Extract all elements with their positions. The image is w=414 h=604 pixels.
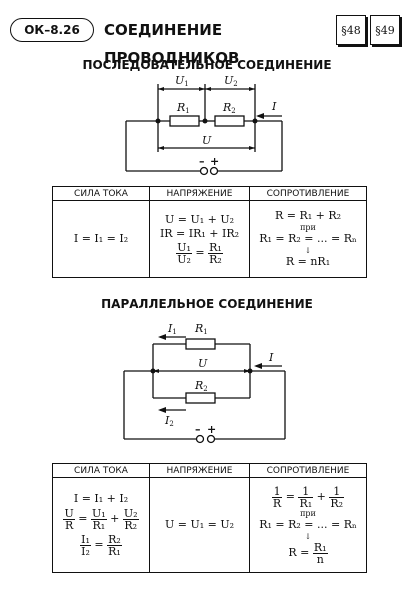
- label-i1: I: [167, 322, 173, 335]
- parallel-voltage-formula: U = U₁ = U₂: [164, 518, 235, 531]
- paragraph-ref-48[interactable]: §48: [336, 15, 366, 45]
- column-header-current: СИЛА ТОКА: [52, 463, 150, 478]
- plus-sign: +: [207, 423, 216, 436]
- svg-text:U1: U1: [175, 74, 189, 88]
- condition-word: при: [300, 223, 316, 232]
- series-resistance-formula: R = R₁ + R₂: [274, 209, 342, 222]
- label-r2: R: [222, 101, 231, 114]
- label-i: I: [268, 351, 274, 364]
- current-arrow-icon: [254, 363, 262, 369]
- label-u2: U: [224, 74, 234, 87]
- series-formula-table: СИЛА ТОКА НАПРЯЖЕНИЕ СОПРОТИВЛЕНИЕ I = I…: [52, 186, 367, 278]
- column-header-voltage: НАПРЯЖЕНИЕ: [149, 463, 250, 478]
- resistor-r2: [214, 115, 245, 127]
- parallel-voltage-cell: U = U₁ = U₂: [149, 477, 250, 573]
- series-current-cell: I = I₁ = I₂: [52, 200, 150, 278]
- card-code-badge: ОК–8.26: [10, 18, 94, 42]
- column-header-current: СИЛА ТОКА: [52, 186, 150, 201]
- svg-text:R2: R2: [222, 101, 236, 115]
- condition-word: при: [300, 509, 316, 518]
- junction-dot: [252, 118, 258, 124]
- column-header-resistance: СОПРОТИВЛЕНИЕ: [249, 186, 367, 201]
- series-total-formula: R = nR₁: [285, 255, 331, 268]
- minus-sign: –: [199, 155, 205, 168]
- column-header-resistance: СОПРОТИВЛЕНИЕ: [249, 463, 367, 478]
- parallel-formula-table: СИЛА ТОКА НАПРЯЖЕНИЕ СОПРОТИВЛЕНИЕ I = I…: [52, 463, 367, 573]
- svg-text:I1: I1: [167, 322, 177, 336]
- resistor-r2: [185, 392, 216, 404]
- parallel-current-formula: I = I₁ + I₂: [73, 492, 129, 505]
- series-section-title: ПОСЛЕДОВАТЕЛЬНОЕ СОЕДИНЕНИЕ: [82, 58, 332, 72]
- resistor-r1: [185, 338, 216, 350]
- label-i: I: [271, 100, 277, 113]
- plus-sign: +: [210, 155, 219, 168]
- junction-dot: [155, 118, 161, 124]
- equal-resistors-formula: R₁ = R₂ = ... = Rₙ: [259, 518, 357, 531]
- svg-text:R1: R1: [176, 101, 190, 115]
- column-header-voltage: НАПРЯЖЕНИЕ: [149, 186, 250, 201]
- terminal-plus: [206, 434, 216, 444]
- label-i2: I: [164, 414, 170, 427]
- series-voltage-ir-formula: IR = IR₁ + IR₂: [159, 227, 240, 240]
- svg-text:U2: U2: [224, 74, 238, 88]
- equal-resistors-formula: R₁ = R₂ = ... = Rₙ: [259, 232, 357, 245]
- series-current-formula: I = I₁ = I₂: [73, 232, 129, 245]
- minus-sign: –: [195, 423, 201, 436]
- resistor-r1: [169, 115, 200, 127]
- paragraph-ref-49[interactable]: §49: [370, 15, 400, 45]
- parallel-circuit-diagram: I1 R1 R2 I2 U I – +: [123, 322, 286, 444]
- current-arrow-icon: [256, 113, 264, 119]
- junction-dot: [202, 118, 208, 124]
- label-u: U: [198, 357, 208, 370]
- svg-text:R1: R1: [194, 322, 208, 336]
- terminal-minus: [195, 434, 205, 444]
- series-circuit-diagram: U1 U2 R1 R2 U I – +: [125, 74, 283, 176]
- parallel-section-title: ПАРАЛЛЕЛЬНОЕ СОЕДИНЕНИЕ: [101, 297, 313, 311]
- label-r1: R: [176, 101, 185, 114]
- series-resistance-cell: R = R₁ + R₂ при R₁ = R₂ = ... = Rₙ ↓ R =…: [249, 200, 367, 278]
- series-voltage-formula: U = U₁ + U₂: [164, 213, 235, 226]
- page-title: СОЕДИНЕНИЕ ПРОВОДНИКОВ: [104, 21, 240, 67]
- current-arrow-icon: [158, 334, 166, 340]
- current-arrow-icon: [158, 407, 166, 413]
- down-arrow-icon: ↓: [304, 246, 312, 255]
- label-r1: R: [194, 322, 203, 335]
- label-u1: U: [175, 74, 185, 87]
- terminal-minus: [199, 166, 209, 176]
- label-u: U: [202, 134, 212, 147]
- svg-text:I2: I2: [164, 414, 174, 428]
- svg-text:R2: R2: [194, 379, 208, 393]
- label-r2: R: [194, 379, 203, 392]
- down-arrow-icon: ↓: [304, 532, 312, 541]
- terminal-plus: [209, 166, 219, 176]
